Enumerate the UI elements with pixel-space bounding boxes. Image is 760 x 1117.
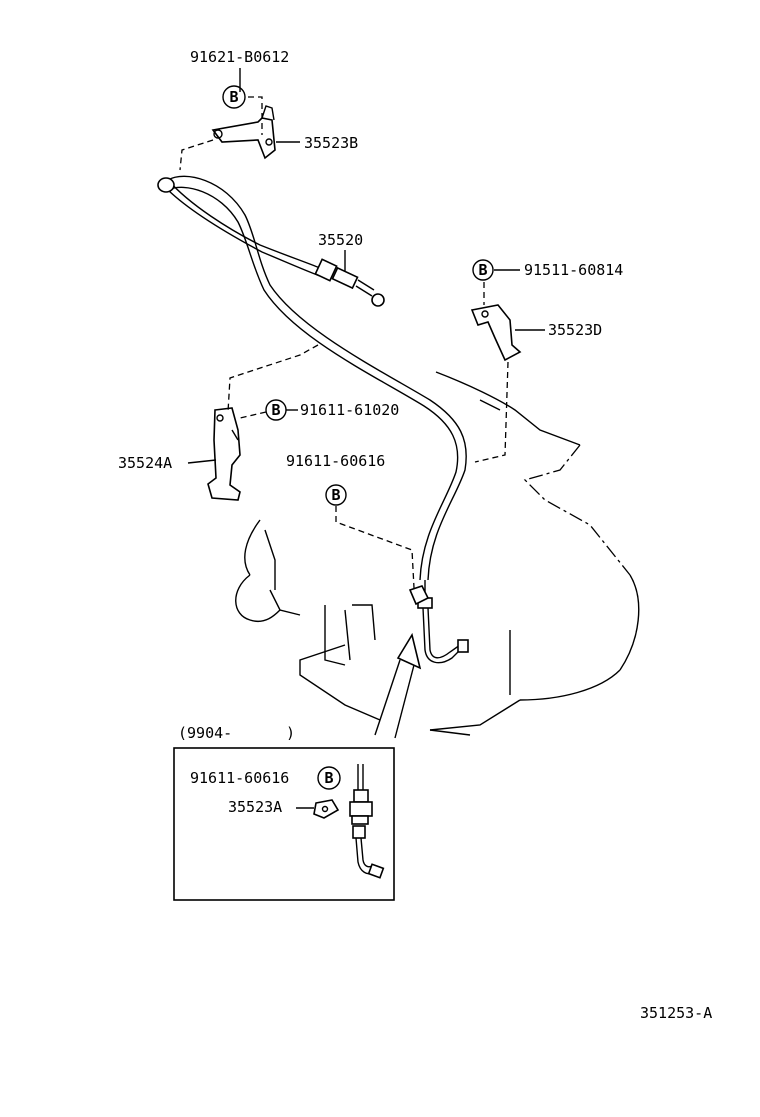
bolt-marker-3: B: [265, 399, 287, 421]
svg-text:B: B: [271, 401, 280, 419]
inset-date-close: ): [286, 724, 295, 742]
bracket-35523b: [211, 105, 276, 160]
svg-text:B: B: [331, 486, 340, 504]
label-91611-60616: 91611-60616: [286, 452, 385, 470]
inset-date-label: (9904-: [178, 724, 232, 742]
label-91611-61020: 91611-61020: [300, 401, 399, 419]
leader-lines: [179, 68, 545, 739]
svg-text:B: B: [478, 261, 487, 279]
label-35523d: 35523D: [548, 321, 602, 339]
label-35524a: 35524A: [118, 454, 172, 472]
svg-text:B: B: [324, 769, 333, 787]
bolt-marker-4: B: [325, 484, 347, 506]
bracket-35523d: [470, 304, 522, 362]
inset-label-91611-60616: 91611-60616: [190, 769, 289, 787]
accelerator-cable: [157, 175, 469, 664]
bracket-lower: [408, 585, 430, 606]
label-35520: 35520: [318, 231, 363, 249]
transmission-outline: [235, 371, 640, 736]
inset-panel: (9904- ) 91611-60616 B 35523A: [173, 724, 395, 901]
inset-bolt-marker: B: [317, 766, 341, 790]
diagram-id: 351253-A: [640, 1004, 712, 1022]
label-91621-b0612: 91621-B0612: [190, 48, 289, 66]
svg-text:B: B: [229, 88, 238, 106]
label-35523b: 35523B: [304, 134, 358, 152]
bolt-marker-2: B: [472, 259, 494, 281]
label-91511-60814: 91511-60814: [524, 261, 623, 279]
inset-label-35523a: 35523A: [228, 798, 282, 816]
bolt-marker-1: B: [222, 85, 246, 109]
bracket-35524a: [207, 407, 241, 501]
